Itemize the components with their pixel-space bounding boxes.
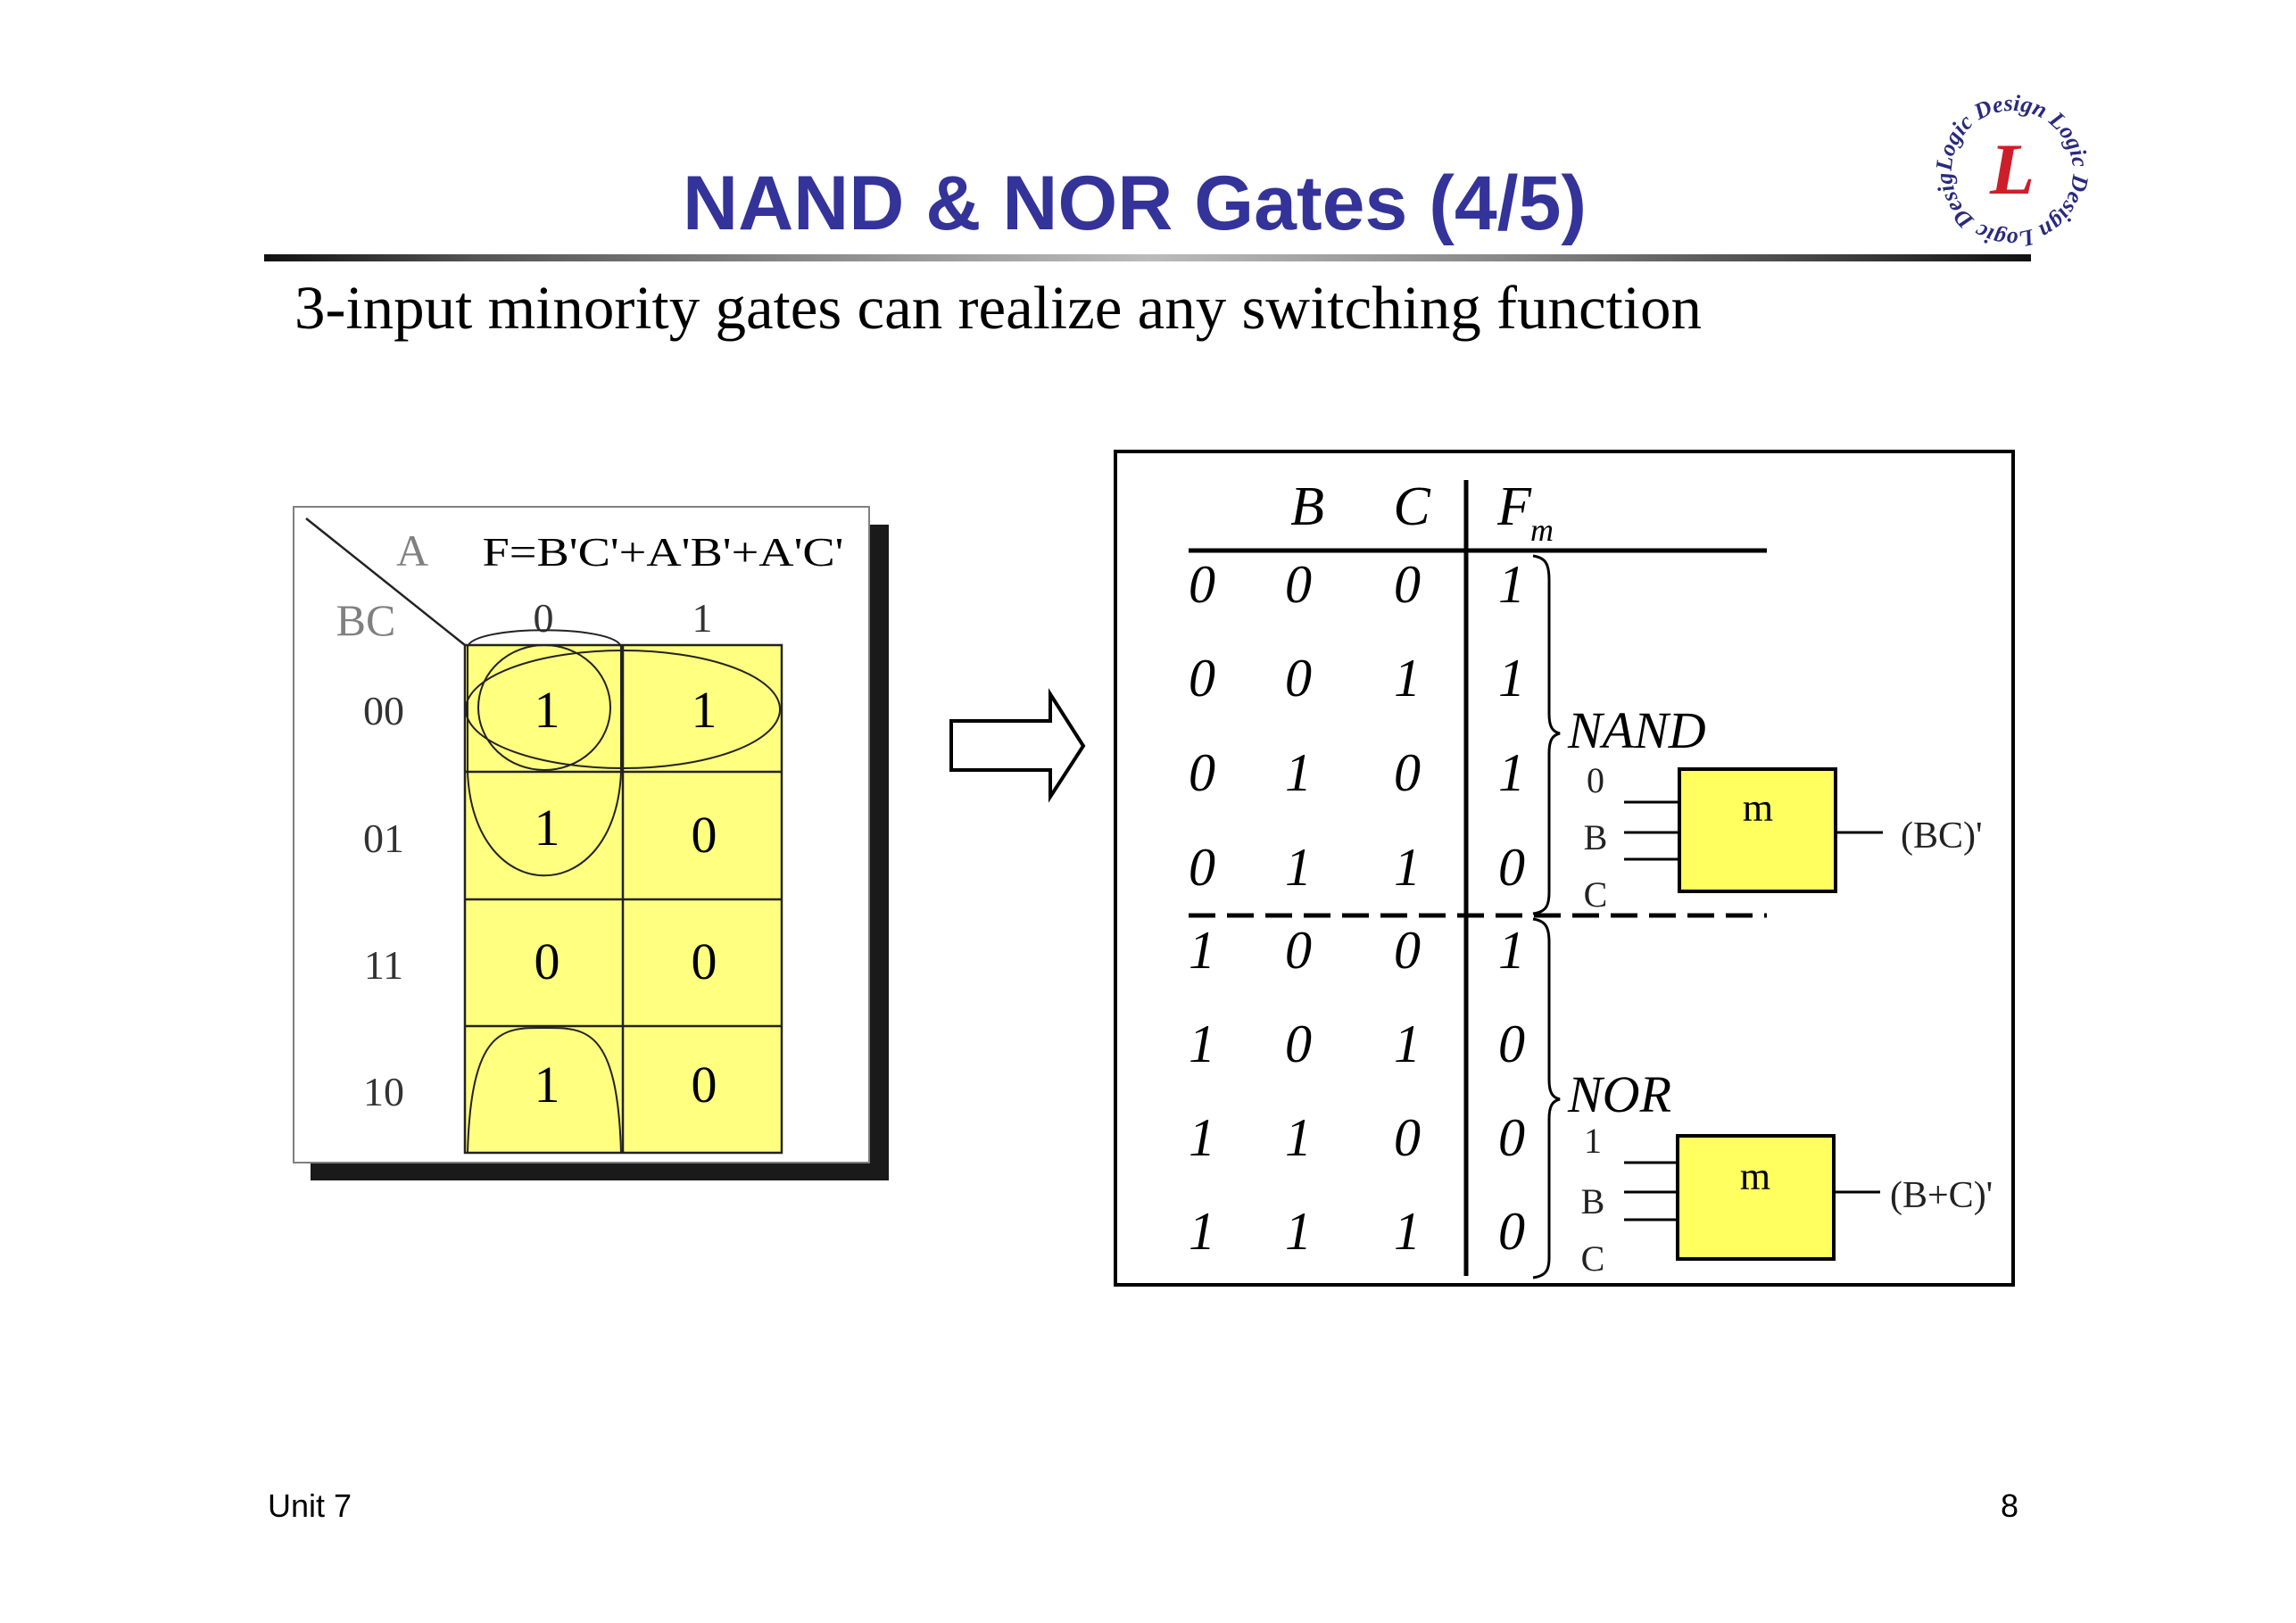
- truth-table-header-b: B: [1290, 476, 1324, 537]
- nand-input-label: B: [1584, 817, 1608, 857]
- kmap-frame: [293, 506, 870, 1163]
- nor-minority-gate: [1676, 1134, 1836, 1261]
- truth-table-header-f: F: [1496, 476, 1532, 537]
- table-cell: 0: [1285, 1014, 1312, 1073]
- kmap-group-loop: [465, 650, 781, 769]
- table-cell: 1: [1498, 921, 1525, 980]
- kmap-row-header: 01: [363, 816, 404, 861]
- table-row: 1 1 1 0: [1189, 1202, 1525, 1261]
- logo-letter: L: [1989, 128, 2035, 210]
- nand-input-label: 0: [1587, 760, 1604, 800]
- table-row: 1 0 0 1: [1189, 921, 1525, 980]
- table-cell: 1: [1285, 1108, 1312, 1167]
- table-cell: 1: [1285, 838, 1312, 897]
- nor-label: NOR: [1567, 1065, 1671, 1123]
- kmap-col-header: 1: [692, 595, 713, 641]
- slide-title: NAND & NOR Gates (4/5): [682, 161, 1587, 246]
- nor-gate-label: m: [1740, 1155, 1770, 1198]
- table-cell: 1: [1394, 649, 1421, 708]
- table-cell: 1: [1394, 838, 1421, 897]
- kmap-row-header: 10: [363, 1069, 404, 1114]
- table-cell: 0: [1498, 1108, 1525, 1167]
- table-cell: 1: [1498, 555, 1525, 614]
- kmap-group-loop: [467, 1026, 622, 1154]
- right-arrow-icon: [946, 687, 1093, 803]
- kmap-row-header: 11: [364, 942, 403, 988]
- table-cell: 0: [1498, 1014, 1525, 1073]
- footer-unit: Unit 7: [268, 1487, 352, 1524]
- table-row: 0 1 1 0: [1189, 838, 1525, 897]
- kmap-cell: 1: [692, 681, 717, 739]
- kmap-cell: 0: [692, 932, 717, 990]
- table-cell: 0: [1189, 555, 1215, 614]
- table-cell: 0: [1189, 838, 1215, 897]
- table-cell: 1: [1285, 743, 1312, 802]
- table-cell: 0: [1498, 1202, 1525, 1261]
- table-row: 0 0 1 1: [1189, 649, 1525, 708]
- title-divider: [264, 254, 2031, 261]
- kmap-group-loop: [477, 644, 611, 771]
- table-cell: 1: [1189, 1202, 1215, 1261]
- kmap-cell: 0: [692, 1056, 717, 1114]
- nor-input-label: B: [1581, 1181, 1605, 1221]
- truth-table-frame: [1114, 450, 2015, 1287]
- nor-input-label: C: [1581, 1238, 1605, 1279]
- nor-output-label: (B+C)': [1890, 1175, 1993, 1216]
- nand-gate-label: m: [1743, 786, 1773, 830]
- nand-input-label: C: [1584, 874, 1608, 915]
- table-cell: 0: [1394, 555, 1421, 614]
- kmap-row-variable: BC: [336, 595, 396, 645]
- kmap-col-header: 0: [534, 595, 554, 641]
- table-cell: 1: [1394, 1014, 1421, 1073]
- kmap-shadow: [311, 525, 889, 1180]
- nand-output-label: (BC)': [1901, 816, 1983, 857]
- nand-minority-gate: [1678, 767, 1837, 893]
- table-cell: 0: [1394, 921, 1421, 980]
- table-cell: 1: [1498, 649, 1525, 708]
- table-cell: 0: [1498, 838, 1525, 897]
- kmap-col-variable: A: [396, 526, 428, 576]
- table-row: 1 1 0 0: [1189, 1108, 1525, 1167]
- table-cell: 0: [1189, 743, 1215, 802]
- kmap-cell: 1: [535, 799, 560, 857]
- table-cell: 0: [1189, 649, 1215, 708]
- nand-label: NAND: [1567, 701, 1706, 759]
- nand-group-brace: [1532, 554, 1561, 915]
- nor-group-brace: [1532, 917, 1561, 1279]
- kmap-corner-diagonal: [305, 518, 466, 646]
- kmap-cell: 0: [692, 806, 717, 864]
- table-cell: 1: [1394, 1202, 1421, 1261]
- table-cell: 0: [1394, 1108, 1421, 1167]
- table-cell: 1: [1189, 921, 1215, 980]
- table-row: 1 0 1 0: [1189, 1014, 1525, 1073]
- kmap-group-loop: [467, 629, 622, 877]
- truth-table-header-f-subscript: m: [1530, 512, 1554, 548]
- kmap-function-expression: F=B'C'+A'B'+A'C': [483, 530, 844, 575]
- table-cell: 1: [1189, 1014, 1215, 1073]
- page-number: 8: [2000, 1487, 2018, 1524]
- table-cell: 0: [1285, 921, 1312, 980]
- kmap-cell: 0: [535, 932, 560, 990]
- kmap-row-header: 00: [363, 688, 404, 733]
- truth-table-rows: 0 0 0 1 0 0 1 1 0 1 0 1 0 1 1 0: [1189, 555, 1525, 1261]
- truth-table-header-c: C: [1393, 476, 1430, 537]
- table-cell: 0: [1285, 555, 1312, 614]
- slide-subtitle: 3-input minority gates can realize any s…: [294, 274, 1702, 342]
- nor-input-label: 1: [1584, 1121, 1602, 1161]
- logic-design-logo-icon: Logic Design Logic Design Logic Design L: [1926, 73, 2094, 253]
- kmap-cell: 1: [535, 1056, 560, 1114]
- table-cell: 1: [1285, 1202, 1312, 1261]
- table-cell: 0: [1285, 649, 1312, 708]
- kmap-grid: [463, 643, 783, 1155]
- kmap-cell: 1: [535, 681, 560, 739]
- table-row: 0 1 0 1: [1189, 743, 1525, 802]
- table-cell: 1: [1498, 743, 1525, 802]
- table-cell: 1: [1189, 1108, 1215, 1167]
- table-row: 0 0 0 1: [1189, 555, 1525, 614]
- table-cell: 0: [1394, 743, 1421, 802]
